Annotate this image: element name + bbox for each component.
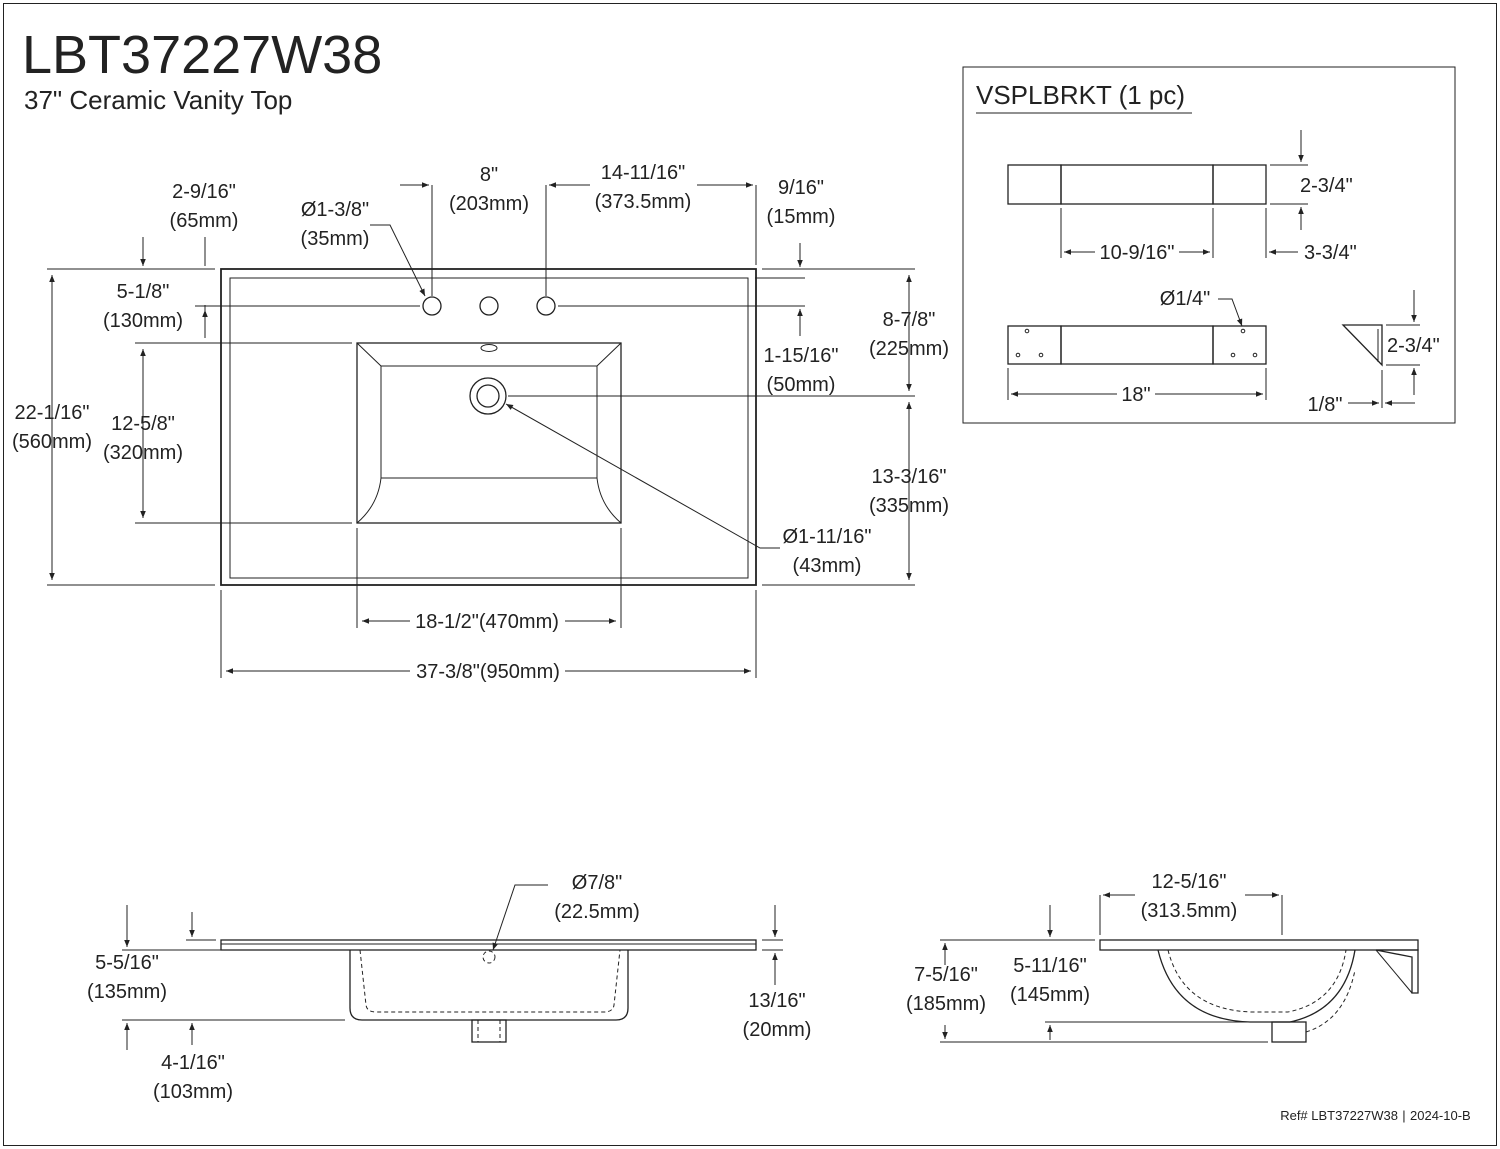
dim-13-16: 13/16" [748, 990, 805, 1012]
dim-5-11-16: 5-11/16" [1013, 955, 1086, 977]
page-border [3, 3, 1497, 1146]
side-view: 12-5/16" (313.5mm) 7-5/16" (185mm) 5-11/… [906, 871, 1419, 1043]
faucet-hole-left [422, 296, 442, 316]
dim-bracket-2-3-4: 2-3/4" [1300, 175, 1353, 197]
dim-bracket-3-3-4: 3-3/4" [1304, 242, 1357, 264]
vanity-top-inner-edge [229, 277, 749, 579]
dim-373-5mm: (373.5mm) [595, 191, 692, 213]
overflow-hole [482, 950, 496, 964]
dim-bracket-1-8: 1/8" [1308, 394, 1343, 416]
top-view: 2-9/16" (65mm) Ø1-3/8" (35mm) 8" (203mm)… [12, 162, 949, 683]
dim-22-5mm: (22.5mm) [554, 901, 640, 923]
dim-185mm: (185mm) [906, 993, 986, 1015]
overflow-slot [480, 344, 498, 352]
dim-65mm: (65mm) [170, 210, 239, 232]
dim-5-5-16: 5-5/16" [95, 952, 159, 974]
bracket-box [962, 66, 1456, 424]
dim-313-5mm: (313.5mm) [1141, 900, 1238, 922]
side-bracket [1375, 949, 1419, 994]
dim-5-1-8: 5-1/8" [117, 281, 170, 303]
dim-15mm: (15mm) [767, 206, 836, 228]
faucet-hole-center [479, 296, 499, 316]
dim-8-inch: 8" [480, 164, 498, 186]
dim-bowl-width: 18-1/2"(470mm) [415, 611, 559, 633]
dim-20mm: (20mm) [743, 1019, 812, 1041]
front-view: Ø7/8" (22.5mm) 5-5/16" (135mm) 13/16" (2… [87, 872, 811, 1103]
dim-13-3-16: 13-3/16" [872, 466, 947, 488]
dim-bracket-18: 18" [1121, 384, 1150, 406]
dim-2-9-16: 2-9/16" [172, 181, 236, 203]
reference-separator: | [1402, 1108, 1405, 1123]
dim-1-15-16: 1-15/16" [764, 345, 839, 367]
faucet-hole-right [536, 296, 556, 316]
dim-bracket-hole: Ø1/4" [1160, 288, 1210, 310]
dim-drain-dia: Ø1-11/16" [782, 526, 871, 548]
drain-inner [476, 384, 500, 408]
dim-43mm: (43mm) [793, 555, 862, 577]
dim-145mm: (145mm) [1010, 984, 1090, 1006]
bracket-title: VSPLBRKT (1 pc) [976, 80, 1185, 110]
dim-4-1-16: 4-1/16" [161, 1052, 225, 1074]
dim-14-11-16: 14-11/16" [601, 162, 686, 184]
dim-12-5-16: 12-5/16" [1152, 871, 1227, 893]
dim-203mm: (203mm) [449, 193, 529, 215]
front-slab [220, 939, 757, 951]
dim-320mm: (320mm) [103, 442, 183, 464]
dim-50mm: (50mm) [767, 374, 836, 396]
basin-floor [380, 365, 598, 479]
dim-total-width: 37-3/8"(950mm) [416, 661, 560, 683]
product-description: 37" Ceramic Vanity Top [24, 85, 292, 115]
product-code: LBT37227W38 [22, 25, 382, 85]
revision-code: 2024-10-B [1410, 1108, 1471, 1123]
dim-225mm: (225mm) [869, 338, 949, 360]
drain-outer [469, 377, 507, 415]
dim-9-16: 9/16" [778, 177, 824, 199]
dim-overflow-dia: Ø7/8" [572, 872, 622, 894]
dim-bracket-10-9-16: 10-9/16" [1100, 242, 1175, 264]
vanity-top-outline [220, 268, 757, 586]
dim-135mm: (135mm) [87, 981, 167, 1003]
dim-faucet-hole-dia: Ø1-3/8" [301, 199, 369, 221]
dim-130mm: (130mm) [103, 310, 183, 332]
dim-8-7-8: 8-7/8" [883, 309, 936, 331]
drain-tailpiece [471, 1019, 507, 1043]
dim-12-5-8: 12-5/8" [111, 413, 175, 435]
side-slab [1099, 939, 1419, 951]
dim-560mm: (560mm) [12, 431, 92, 453]
dim-7-5-16: 7-5/16" [914, 964, 978, 986]
bracket-detail: VSPLBRKT (1 pc) 2-3/4" 10-9/16" 3-3/4" [962, 66, 1456, 424]
dim-35mm: (35mm) [301, 228, 370, 250]
basin-outline [356, 342, 622, 524]
reference-number: Ref# LBT37227W38 [1280, 1108, 1398, 1123]
dim-bracket-side-2-3-4: 2-3/4" [1387, 335, 1440, 357]
dim-22-1-16: 22-1/16" [15, 402, 90, 424]
dim-335mm: (335mm) [869, 495, 949, 517]
dim-103mm: (103mm) [153, 1081, 233, 1103]
